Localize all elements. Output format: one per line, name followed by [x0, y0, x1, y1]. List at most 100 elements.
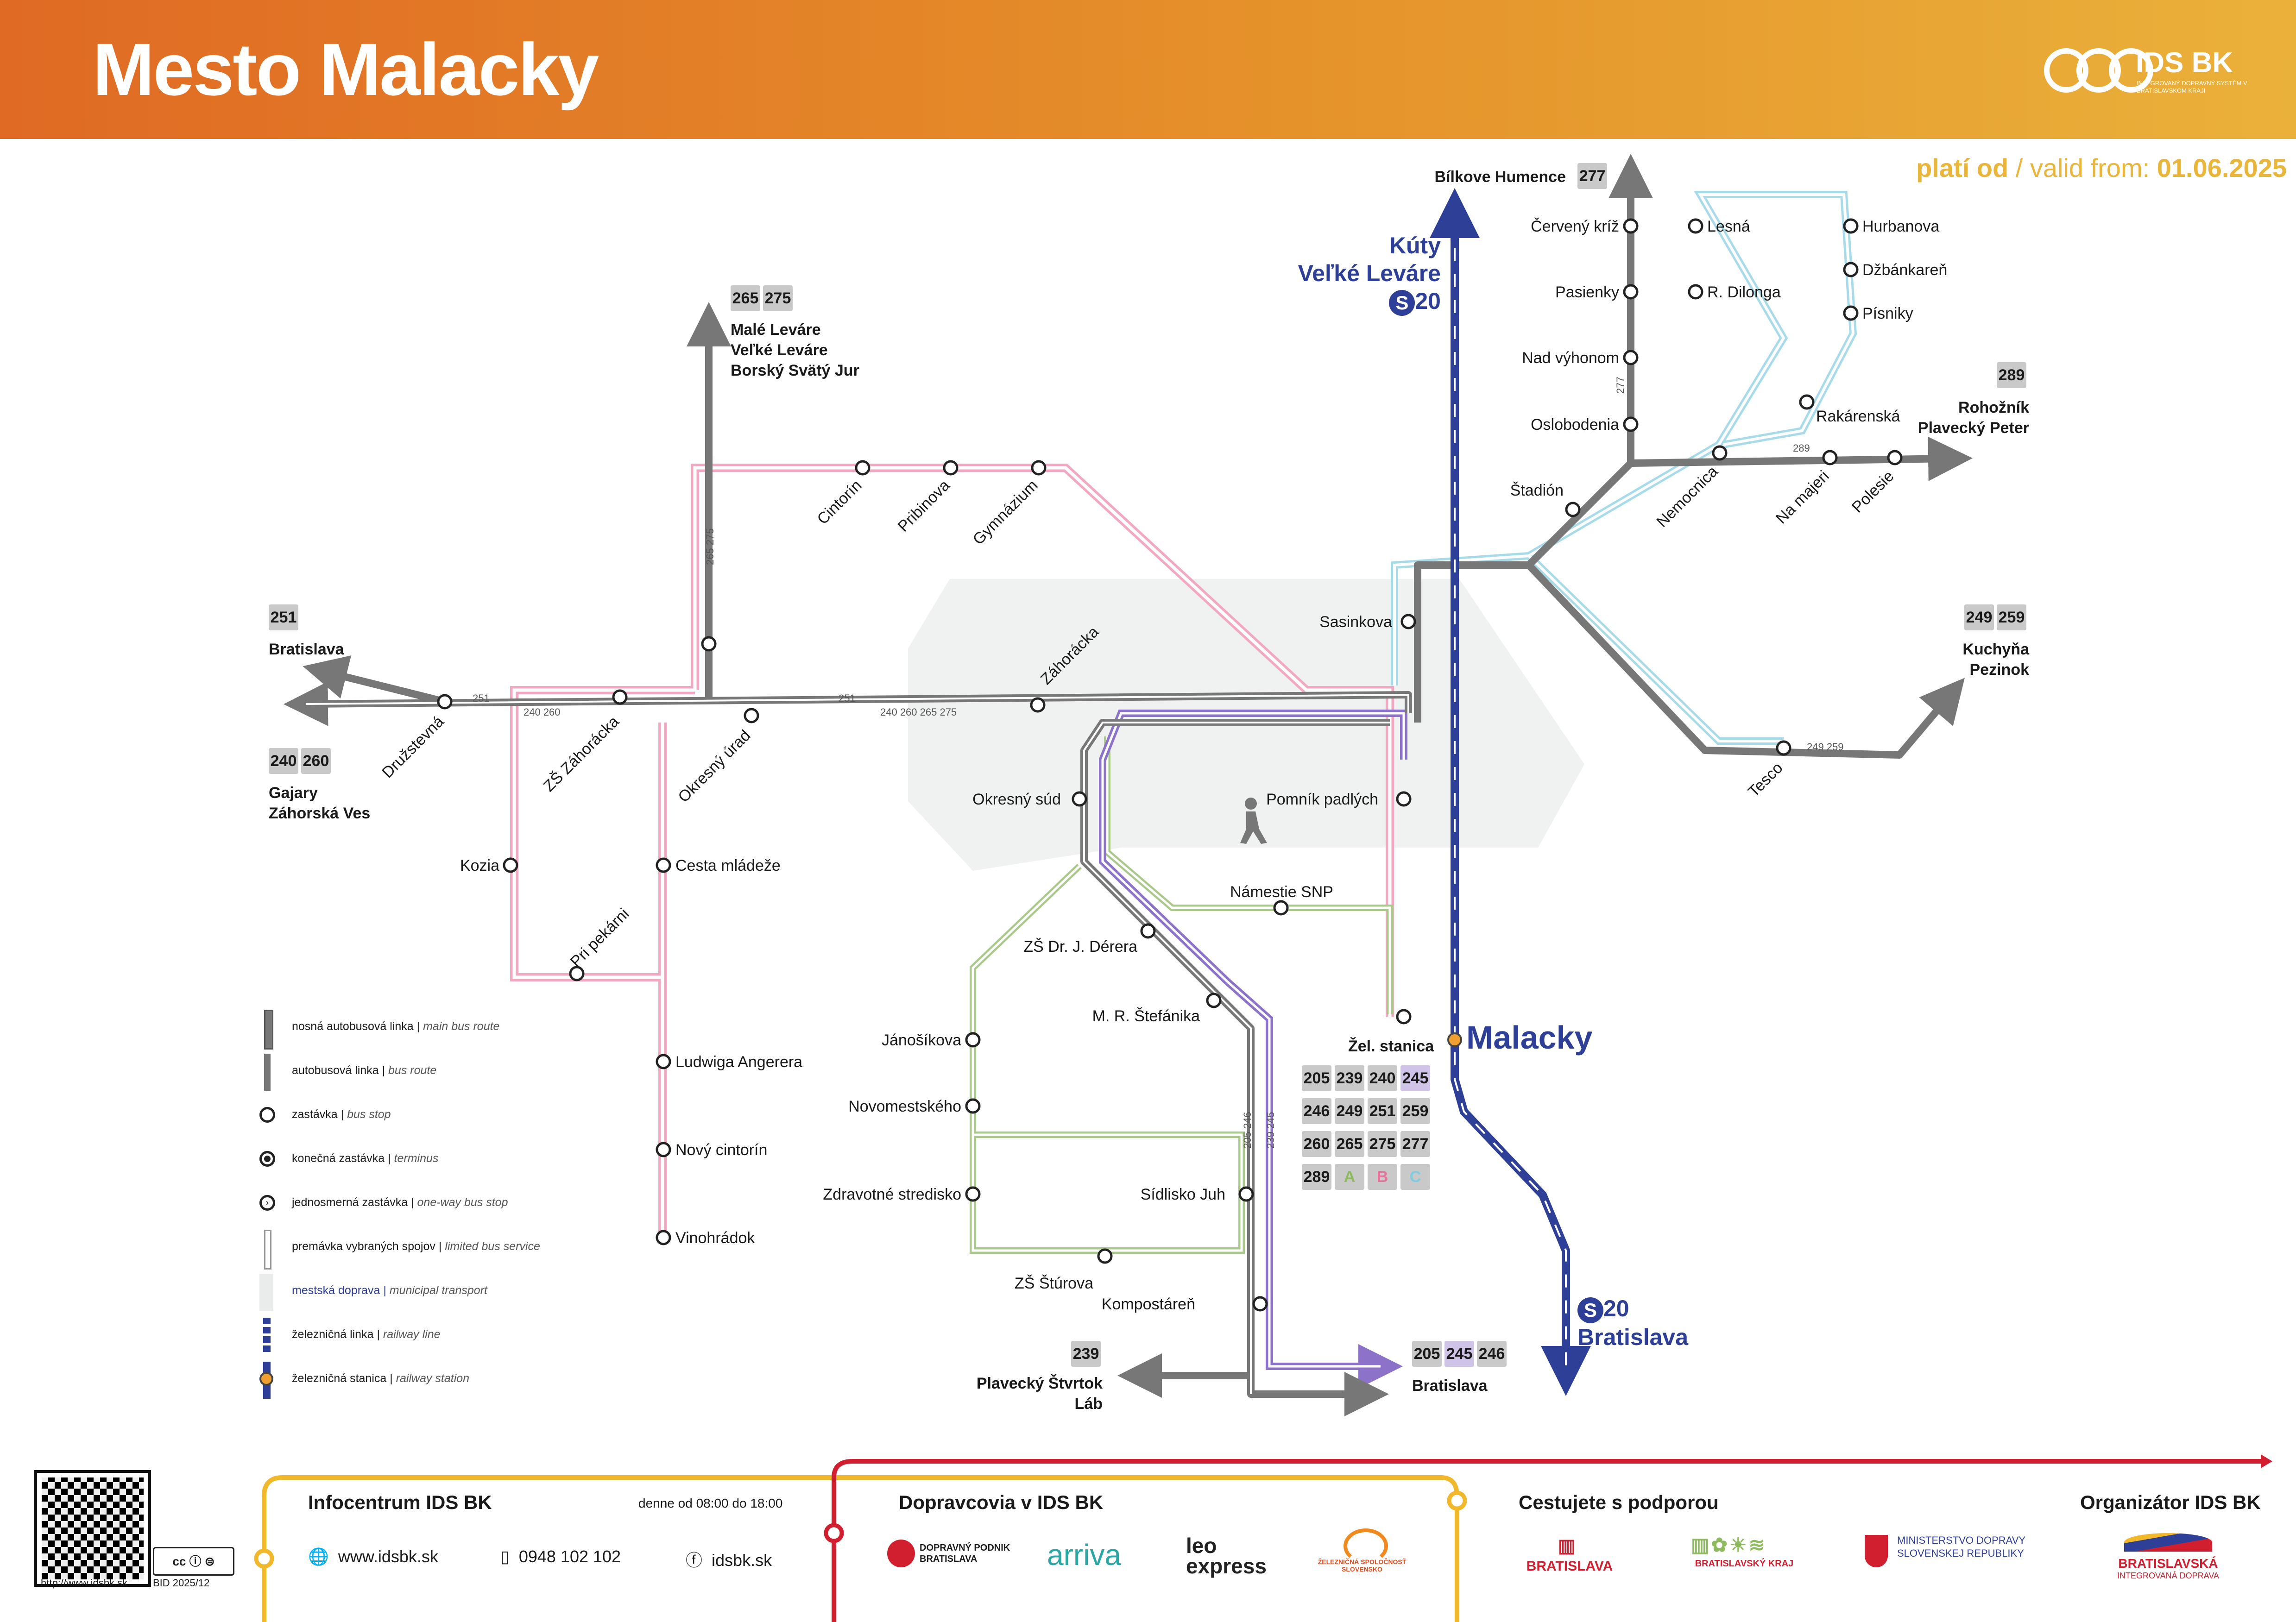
rail-dest-line: Veľké Leváre	[1298, 260, 1441, 286]
slovak-crest-icon	[1865, 1535, 1888, 1567]
stop-label: Novomestského	[848, 1098, 961, 1115]
bid-code: BID 2025/12	[153, 1577, 210, 1589]
stop-label: ZŠ Dr. J. Dérera	[1023, 938, 1137, 956]
web-row[interactable]: 🌐 www.idsbk.sk	[308, 1547, 438, 1566]
stop-icon	[1031, 460, 1047, 476]
route-badge: 246	[1477, 1341, 1507, 1367]
zssk-logo-icon	[1344, 1528, 1388, 1564]
supporter-name: BRATISLAVSKÝ KRAJ	[1695, 1559, 1794, 1569]
route-badge: 249	[1964, 604, 1994, 630]
footer-node-icon	[254, 1548, 274, 1569]
web-link[interactable]: www.idsbk.sk	[338, 1547, 438, 1566]
bus-route-swatch	[264, 1054, 271, 1091]
station-route-badge: A	[1335, 1164, 1364, 1190]
organizer-sub: INTEGROVANÁ DOPRAVA	[2117, 1571, 2220, 1580]
stop-icon	[656, 857, 671, 873]
stop-label: Lesná	[1707, 218, 1750, 235]
stop-icon	[1843, 262, 1859, 277]
station-route-badge: 259	[1400, 1098, 1430, 1124]
carrier-zssk-logo: ŽELEZNIČNÁ SPOLOČNOSŤ SLOVENSKO	[1311, 1528, 1413, 1573]
valid-label-en: / valid from:	[2015, 153, 2150, 182]
stop-label: Jánošíkova	[882, 1031, 961, 1049]
dest-line: Kuchyňa	[1962, 641, 2029, 658]
dest-line: Malé Leváre	[731, 321, 821, 339]
stop-label: Tesco	[1745, 759, 1786, 801]
dest-line: Záhorská Ves	[269, 805, 371, 822]
stop-icon	[437, 694, 453, 710]
route-badge: 251	[269, 604, 298, 630]
route-badge: 265	[731, 285, 760, 311]
railway-station-icon	[259, 1372, 273, 1386]
stop-icon	[1776, 740, 1791, 756]
station-route-badge: 240	[1368, 1065, 1397, 1091]
legend-text-en: railway line	[383, 1328, 441, 1341]
s-train-icon: S	[1577, 1297, 1603, 1323]
station-route-badge: 260	[1302, 1131, 1331, 1157]
s-train-icon: S	[1389, 289, 1415, 316]
dest-bratislava-251: Bratislava	[269, 641, 344, 658]
stop-icon	[1396, 1009, 1412, 1025]
carrier-dpb-logo: DOPRAVNÝ PODNIK BRATISLAVA	[887, 1540, 1040, 1567]
legend-text-sk: železničná linka	[292, 1328, 374, 1341]
rail-station-malacky: Malacky	[1466, 1019, 1593, 1056]
railway-swatch	[263, 1318, 271, 1355]
dest-line: Rohožník	[1958, 399, 2029, 416]
page-title: Mesto Malacky	[93, 28, 599, 111]
stop-icon	[1887, 450, 1903, 465]
valid-from: platí od / valid from: 01.06.2025	[1916, 153, 2287, 183]
route-label: 240 260 265 275	[880, 706, 957, 718]
phone-number[interactable]: 0948 102 102	[518, 1547, 621, 1566]
bsk-icons: ▥✿☀≋	[1691, 1534, 1767, 1556]
stop-icon	[1206, 993, 1222, 1008]
legend-text-en: one-way bus stop	[417, 1196, 508, 1209]
legend-item: premávka vybraných spojov | limited bus …	[255, 1230, 625, 1274]
bus-stops	[437, 218, 1903, 1312]
one-way-stop-icon: ›	[259, 1195, 275, 1211]
rail-line-number: 20	[1415, 288, 1441, 314]
stop-icon	[1688, 218, 1703, 234]
info-title: Infocentrum IDS BK	[308, 1491, 492, 1513]
stop-label: Ludwiga Angerera	[675, 1053, 802, 1071]
route-label: 239 245	[1265, 1112, 1276, 1149]
legend-text-en: limited bus service	[445, 1240, 540, 1253]
station-route-badge: 246	[1302, 1098, 1331, 1124]
walking-person-icon	[1240, 798, 1267, 844]
supporter-bsk-logo: ▥✿☀≋ BRATISLAVSKÝ KRAJ	[1686, 1534, 1802, 1569]
legend-text-en: bus route	[388, 1064, 437, 1077]
bus-stop-icon	[259, 1107, 275, 1123]
qr-code[interactable]	[34, 1470, 151, 1587]
stop-label: Zdravotné stredisko	[823, 1186, 961, 1203]
station-route-badge: 249	[1335, 1098, 1364, 1124]
station-route-badge: 275	[1368, 1131, 1397, 1157]
social-row[interactable]: ⓕ idsbk.sk	[686, 1547, 772, 1571]
stop-label: Oslobodenia	[1531, 416, 1619, 434]
stop-icon	[855, 460, 870, 476]
stop-label: Pomník padlých	[1266, 791, 1378, 808]
social-link[interactable]: idsbk.sk	[712, 1551, 772, 1570]
stop-label: Polesie	[1848, 467, 1898, 516]
legend-item: železničná stanica | railway station	[255, 1362, 625, 1406]
footer-node-icon	[824, 1523, 844, 1543]
stop-label: Kompostáreň	[1102, 1295, 1195, 1313]
route-badge: 259	[1997, 604, 2026, 630]
station-route-badge: 239	[1335, 1065, 1364, 1091]
legend: nosná autobusová linka | main bus route …	[255, 1010, 625, 1406]
bratislava-crest-icon: ▥	[1558, 1536, 1576, 1556]
route-badge: 289	[1997, 362, 2026, 388]
stop-label: ZŠ Záhorácka	[540, 713, 623, 795]
terminus-icon	[259, 1151, 275, 1167]
stop-icon	[656, 1230, 671, 1245]
station-route-badge: B	[1368, 1164, 1397, 1190]
legend-item: mestská doprava | municipal transport	[255, 1274, 625, 1318]
legend-text-en: railway station	[396, 1372, 470, 1385]
stop-label: Nový cintorín	[675, 1141, 767, 1159]
phone-row[interactable]: ▯ 0948 102 102	[500, 1547, 621, 1566]
stop-icon	[1623, 416, 1639, 432]
footer-node-icon	[1447, 1490, 1467, 1511]
carrier-name: DOPRAVNÝ PODNIK BRATISLAVA	[920, 1543, 1010, 1564]
stop-icon	[1030, 697, 1046, 713]
qr-url[interactable]: http://www.idsbk.sk	[41, 1577, 128, 1589]
legend-item: autobusová linka | bus route	[255, 1054, 625, 1098]
